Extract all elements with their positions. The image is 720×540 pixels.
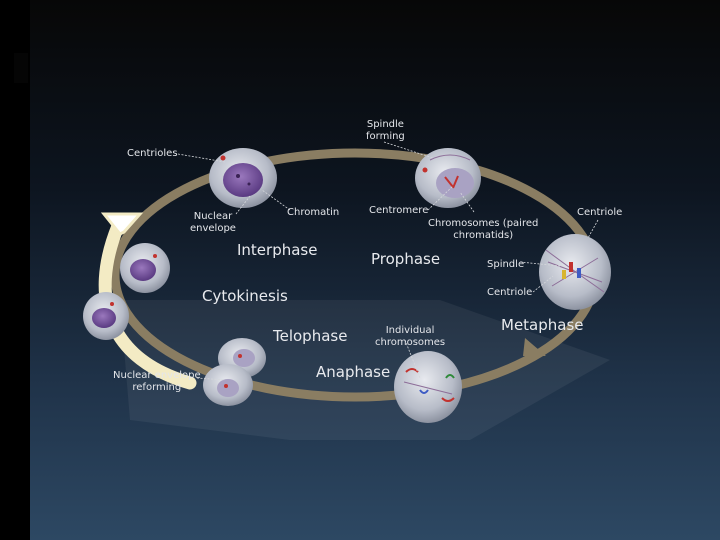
label-spindle-forming: Spindle forming [366, 119, 405, 143]
label-nuclear-envelope-reforming-line1: Nuclear envelope [113, 370, 201, 381]
anaphase-cell [394, 351, 462, 423]
ring-arrowhead-metaphase [523, 338, 546, 356]
label-nuclear-envelope: Nuclear envelope [190, 211, 236, 235]
label-telophase: Telophase [273, 327, 348, 345]
label-centriole-bottom: Centriole [487, 287, 533, 298]
label-nuclear-envelope-reforming: Nuclear envelope reforming [113, 370, 201, 394]
label-chromatin: Chromatin [287, 207, 340, 218]
label-interphase: Interphase [237, 241, 318, 259]
label-individual-chromosomes-line1: Individual [385, 325, 435, 336]
label-nuclear-envelope-line1: Nuclear [193, 211, 233, 222]
label-cytokinesis: Cytokinesis [202, 287, 288, 305]
leader-lines [177, 141, 599, 381]
metaphase-cell [539, 234, 611, 310]
label-centromere: Centromere [369, 205, 429, 216]
label-prophase: Prophase [371, 250, 441, 268]
label-spindle-forming-line1: Spindle [366, 119, 404, 130]
label-anaphase: Anaphase [316, 363, 391, 381]
label-nuclear-envelope-line2: envelope [190, 223, 236, 234]
daughter-cell-lower [83, 292, 129, 340]
floor-slab [120, 300, 610, 440]
interphase-cell [209, 148, 277, 208]
telophase-cell [203, 338, 266, 406]
label-centriole-top: Centriole [577, 207, 623, 218]
cytokinesis-arrowhead [100, 212, 144, 236]
label-chromosomes-paired-line1: Chromosomes (paired [428, 218, 539, 229]
label-individual-chromosomes-line2: chromosomes [375, 337, 446, 348]
label-nuclear-envelope-reforming-line2: reforming [132, 382, 182, 393]
daughter-cell-upper [120, 243, 170, 293]
label-metaphase: Metaphase [501, 316, 584, 334]
label-spindle-forming-line2: forming [366, 131, 405, 142]
label-chromosomes-paired-line2: chromatids) [453, 230, 514, 241]
label-chromosomes-paired: Chromosomes (paired chromatids) [428, 218, 538, 242]
prophase-cell [415, 148, 481, 208]
slide-marker [14, 53, 28, 83]
label-centrioles: Centrioles [127, 148, 178, 159]
label-spindle: Spindle [487, 259, 525, 270]
label-individual-chromosomes: Individual chromosomes [375, 325, 445, 349]
